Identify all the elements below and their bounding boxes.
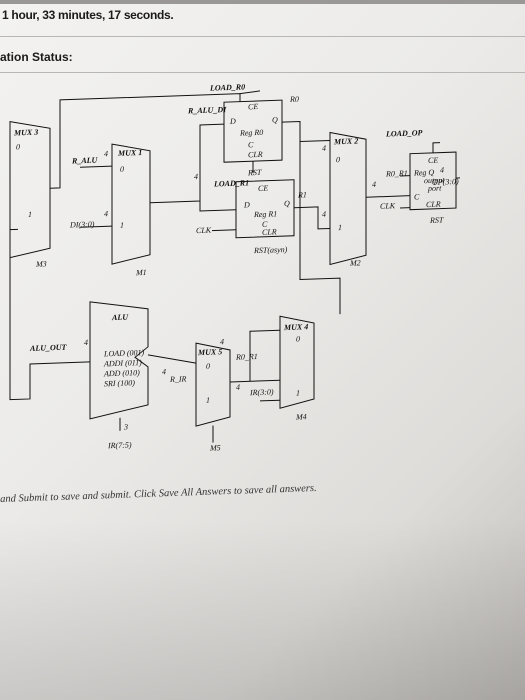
r0-label: R0 xyxy=(289,95,299,104)
submit-instructions: and Submit to save and submit. Click Sav… xyxy=(0,482,317,505)
ce-label-out: CE xyxy=(428,156,438,165)
r1-label: R1 xyxy=(297,190,307,199)
mux3-label: MUX 3 xyxy=(13,128,38,138)
bus-4-d: 4 xyxy=(322,144,326,153)
reg-q-label: Reg Q xyxy=(413,168,434,178)
op-sri: SRI (100) xyxy=(104,378,135,388)
mux5-bus-4b: 4 xyxy=(220,337,224,346)
mux5-label: MUX 5 xyxy=(197,347,222,357)
mux3-one: 1 xyxy=(28,210,32,219)
mux2-zero: 0 xyxy=(336,155,340,164)
mux5-shape xyxy=(195,342,231,427)
reg-r1-label: Reg R1 xyxy=(253,209,277,219)
top-bar xyxy=(0,0,525,4)
alu-out-label: ALU_OUT xyxy=(29,343,68,353)
bus-4-a: 4 xyxy=(104,149,108,158)
mux3-shape xyxy=(9,121,51,259)
op-addi: ADDI (011) xyxy=(103,358,142,368)
reg-r0-box xyxy=(223,99,283,163)
ce-label-r1: CE xyxy=(258,184,268,193)
mux2-shape xyxy=(329,131,367,266)
reg-r0-label: Reg R0 xyxy=(239,128,263,138)
load-op-label: LOAD_OP xyxy=(385,128,423,138)
m2-label: M2 xyxy=(349,258,361,267)
m3-label: M3 xyxy=(35,259,47,268)
m5-label: M5 xyxy=(209,443,221,452)
clk-label-out: CLK xyxy=(380,201,396,211)
ir75-label: IR(7:5) xyxy=(107,440,132,450)
r-alu-label: R_ALU xyxy=(71,156,99,166)
mux1-zero: 0 xyxy=(120,165,124,174)
load-r0-label: LOAD_R0 xyxy=(209,82,245,92)
m4-label: M4 xyxy=(295,412,307,421)
port-label: port xyxy=(427,184,442,194)
mux4-one: 1 xyxy=(296,389,300,398)
timer-text: 1 hour, 33 minutes, 17 seconds. xyxy=(2,8,174,22)
alu-bus-3: 3 xyxy=(123,423,128,432)
r0-1-label: R0_R1 xyxy=(235,352,258,362)
output-label: output xyxy=(424,175,445,185)
rst-async-label: RST(asyn) xyxy=(253,245,288,255)
clk-label: CLK xyxy=(196,226,212,236)
separator xyxy=(0,72,525,73)
rst-label-out: RST xyxy=(429,216,444,226)
alu-shape xyxy=(89,301,149,420)
photo-shadow xyxy=(0,520,525,700)
op-bus-4: 4 xyxy=(440,165,444,174)
mux1-one: 1 xyxy=(120,221,124,230)
mux5-bus-4: 4 xyxy=(162,367,166,376)
mux5-zero: 0 xyxy=(206,362,210,371)
mux4-zero: 0 xyxy=(296,335,300,344)
alu-bus-4: 4 xyxy=(84,338,88,347)
mux5-one: 1 xyxy=(206,396,210,405)
mux1-shape xyxy=(111,143,151,265)
di30-label: DI(3:0) xyxy=(69,220,95,230)
bus-4-f: 4 xyxy=(372,180,376,189)
mux2-label: MUX 2 xyxy=(333,136,358,146)
bus-4-c: 4 xyxy=(194,172,198,181)
mux4-bus-4: 4 xyxy=(236,383,240,392)
d-label-r1: D xyxy=(243,200,250,209)
m1-label: M1 xyxy=(135,268,147,277)
mux3-zero: 0 xyxy=(16,142,20,151)
clr-label-out: CLR xyxy=(426,200,441,210)
status-label: ation Status: xyxy=(0,50,73,64)
q-label-r1: Q xyxy=(284,199,290,208)
clr-label-r1: CLR xyxy=(262,227,277,237)
mux2-one: 1 xyxy=(338,223,342,232)
separator xyxy=(0,36,525,37)
bus-4-b: 4 xyxy=(104,209,108,218)
op-add: ADD (010) xyxy=(103,368,140,378)
r0-r1-label: R0_R1 xyxy=(385,169,408,179)
mux4-shape xyxy=(279,315,315,409)
mux4-label: MUX 4 xyxy=(283,322,308,332)
load-r1-label: LOAD_R1 xyxy=(213,178,249,188)
r-alu-di-label: R_ALU_DI xyxy=(187,105,227,115)
bus-4-e: 4 xyxy=(322,210,326,219)
c-label-out: C xyxy=(414,192,420,201)
clr-label-r0: CLR xyxy=(248,150,263,160)
r-ir-label: R_IR xyxy=(169,374,187,384)
q-label-r0: Q xyxy=(272,115,278,124)
rst-label: RST xyxy=(247,168,262,178)
mux1-label: MUX 1 xyxy=(117,148,142,158)
circuit-diagram: LOAD_R0 R_ALU_DI R0 CE D Q Reg R0 C CLR … xyxy=(0,74,470,475)
ce-label-r0: CE xyxy=(248,102,258,111)
c-label-r1: C xyxy=(262,220,268,229)
op-load: LOAD (001) xyxy=(103,348,145,358)
ir30-label: IR(3:0) xyxy=(249,387,274,397)
c-label-r0: C xyxy=(248,140,254,149)
op30-label: OP(3:0) xyxy=(432,177,459,187)
alu-label: ALU xyxy=(111,312,129,322)
d-label-r0: D xyxy=(229,117,236,126)
